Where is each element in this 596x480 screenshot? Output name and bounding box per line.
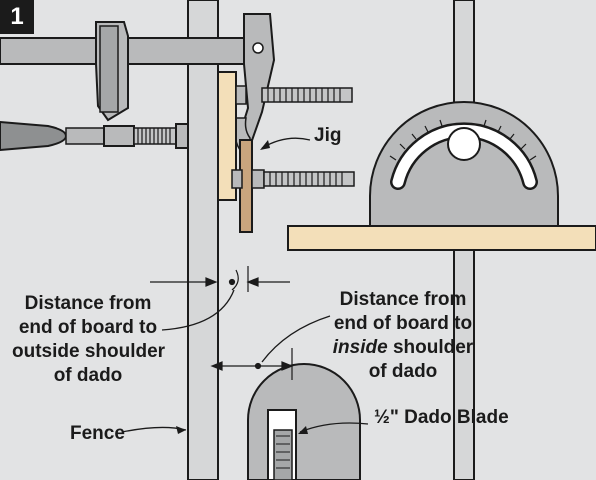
dimension-inside (210, 348, 294, 380)
fence-board (187, 0, 219, 480)
inside-line-2: end of board to (333, 313, 473, 334)
lower-screw (231, 169, 355, 189)
bar-clamp (0, 21, 273, 152)
inside-line-3-rest: shoulder (387, 337, 474, 358)
dado-blade-label: ½" Dado Blade (374, 406, 509, 430)
jig-label: Jig (314, 124, 341, 148)
outside-line-3: outside shoulder (12, 341, 166, 362)
dimension-outside (150, 266, 290, 292)
outside-line-2: end of board to (18, 317, 158, 338)
inside-shoulder-label: Distance from end of board to inside sho… (330, 288, 476, 384)
workpiece-board (287, 225, 596, 251)
blade-throat-insert (247, 363, 361, 480)
dado-blade-label-text: ½" Dado Blade (374, 407, 509, 428)
jig-label-text: Jig (314, 125, 342, 146)
upper-screw (235, 85, 353, 105)
fence-label-text: Fence (70, 423, 125, 444)
outside-line-4: of dado (53, 365, 123, 386)
inside-line-4: of dado (368, 361, 438, 382)
leader-arrowheads (176, 140, 308, 434)
outside-shoulder-label: Distance from end of board to outside sh… (12, 292, 166, 388)
outside-line-1: Distance from (24, 293, 152, 314)
fence-label: Fence (70, 422, 125, 446)
spacer-block (217, 71, 237, 201)
inside-line-1: Distance from (339, 289, 467, 310)
inside-line-3-em: inside (332, 337, 388, 358)
miter-gauge-bar (452, 0, 476, 480)
figure-number-badge: 1 (0, 0, 34, 34)
inside-line-3: inside shoulder (330, 336, 476, 360)
leader-lines (121, 137, 369, 433)
miter-gauge-head (369, 101, 559, 227)
